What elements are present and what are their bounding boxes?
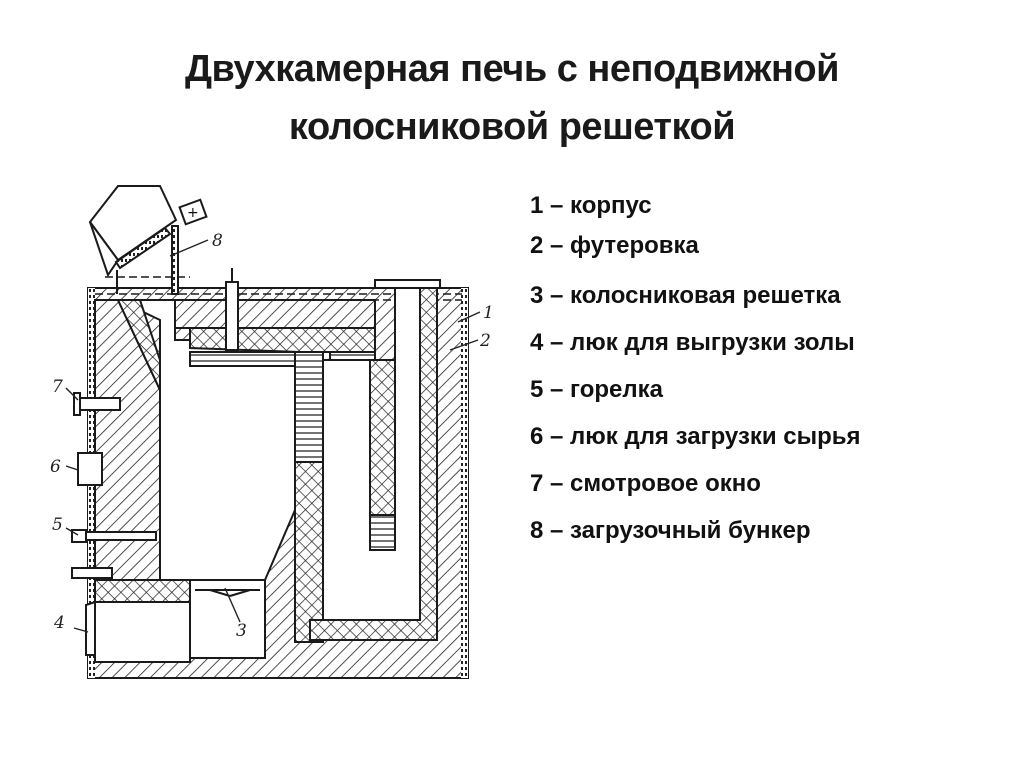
legend-item-5: 5 – горелка [530, 376, 663, 403]
legend-item-3: 3 – колосниковая решетка [530, 282, 841, 309]
callout-leaders [65, 239, 481, 633]
legend-item-6: 6 – люк для загрузки сырья [530, 423, 861, 450]
legend-item-4: 4 – люк для выгрузки золы [530, 329, 855, 356]
legend-list: 1 – корпус 2 – футеровка 3 – колосникова… [530, 190, 861, 562]
legend-item-8: 8 – загрузочный бункер [530, 517, 811, 544]
hopper-drive: + [178, 198, 208, 226]
ash-chamber [94, 579, 266, 663]
callout-2: 2 [479, 331, 491, 351]
afterburn-chamber [309, 279, 441, 641]
legend-item-7: 7 – смотровое окно [530, 470, 761, 497]
legend-item-1: 1 – корпус [530, 192, 652, 219]
callout-8: 8 [212, 231, 223, 251]
callout-5: 5 [52, 515, 63, 535]
callout-6: 6 [50, 457, 61, 477]
combustion-chamber [94, 299, 296, 581]
legend-item-2: 2 – футеровка [530, 232, 699, 259]
callout-4: 4 [53, 613, 65, 633]
title-line-2: колосниковой решеткой [288, 106, 736, 148]
side-fittings [71, 392, 157, 656]
loading-hopper [88, 185, 190, 295]
title-line-1: Двухкамерная печь с неподвижной [184, 48, 840, 90]
motor-plus-icon: + [187, 205, 199, 221]
callout-1: 1 [483, 303, 494, 323]
partition-wall [294, 351, 324, 643]
callout-7: 7 [52, 377, 63, 397]
slide-title: Двухкамерная печь с неподвижной колосник… [0, 40, 1024, 156]
callout-3: 3 [236, 621, 247, 641]
top-burner-rod [225, 268, 239, 351]
